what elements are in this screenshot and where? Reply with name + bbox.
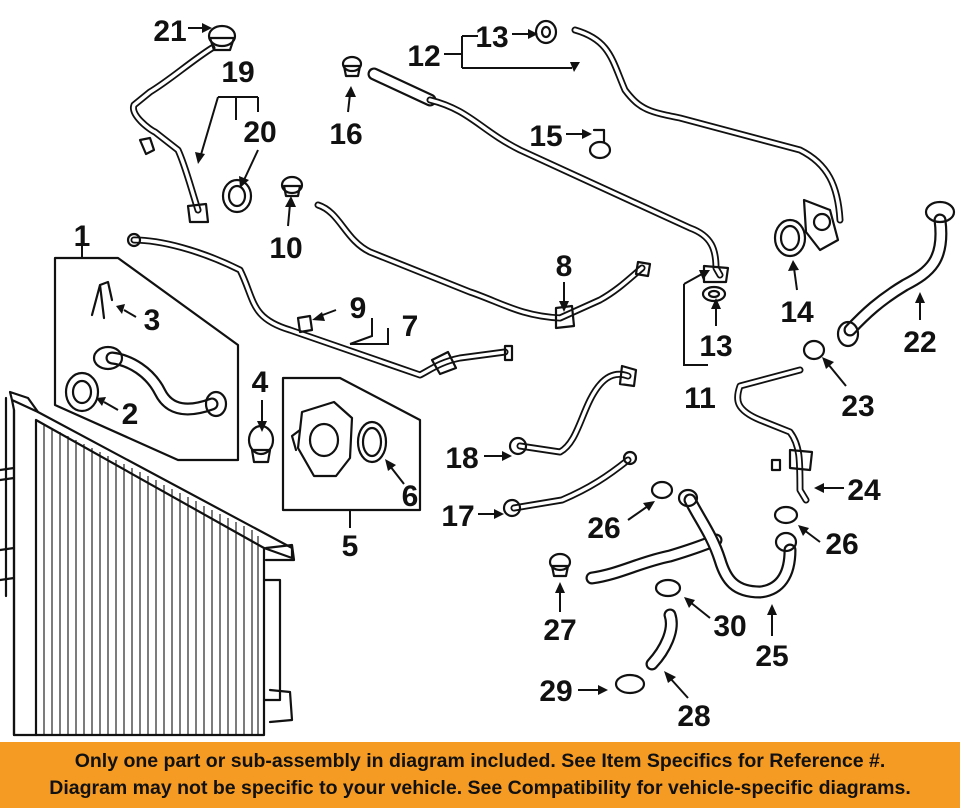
- callout-10: 10: [269, 232, 302, 265]
- callout-8: 8: [556, 250, 573, 283]
- hose-assembly-25: [548, 480, 799, 599]
- thermostat-housing-group-5: [281, 376, 422, 528]
- coolant-pipe-7: [126, 232, 514, 379]
- leader-lines: [81, 23, 925, 699]
- coolant-pipe-24: [734, 366, 814, 504]
- hose-17: [502, 450, 638, 518]
- hose-10: [280, 175, 652, 330]
- callout-30: 30: [713, 610, 746, 643]
- callout-17: 17: [441, 500, 474, 533]
- callout-27: 27: [543, 614, 576, 647]
- callout-16: 16: [329, 118, 362, 151]
- callout-20: 20: [243, 116, 276, 149]
- callout-23: 23: [841, 390, 874, 423]
- radiator: [0, 390, 296, 737]
- callout-9: 9: [350, 292, 367, 325]
- callout-6: 6: [402, 480, 419, 513]
- callout-12: 12: [407, 40, 440, 73]
- callout-2: 2: [122, 398, 139, 431]
- callout-22: 22: [903, 326, 936, 359]
- callout-15: 15: [529, 120, 562, 153]
- callout-7: 7: [402, 310, 419, 343]
- callout-19: 19: [221, 56, 254, 89]
- callout-1: 1: [74, 220, 91, 253]
- callout-14: 14: [780, 296, 814, 329]
- callout-5: 5: [342, 530, 359, 563]
- callout-13-top: 13: [475, 21, 508, 54]
- hose-clamp-4: [247, 424, 275, 464]
- disclaimer-line-1: Only one part or sub-assembly in diagram…: [74, 750, 886, 772]
- callout-26-right: 26: [825, 528, 858, 561]
- callout-11: 11: [684, 382, 716, 415]
- hose-assembly-group-1: [53, 230, 240, 462]
- disclaimer-banner: Only one part or sub-assembly in diagram…: [0, 742, 960, 808]
- hose-28: [614, 578, 682, 695]
- hose-22: [802, 200, 956, 361]
- callout-28: 28: [677, 700, 710, 733]
- callout-18: 18: [445, 442, 478, 475]
- callout-13-lower: 13: [699, 330, 732, 363]
- hose-19: [130, 24, 253, 224]
- callout-4: 4: [252, 366, 269, 399]
- callout-3: 3: [144, 304, 161, 337]
- clip-9: [296, 314, 314, 334]
- coolant-pipe-12: [534, 19, 844, 258]
- callout-26-left: 26: [587, 512, 620, 545]
- callout-labels: 21 19 20 10 16 12 13 15 14 13 11 8 9 7 2…: [74, 15, 937, 733]
- cooling-system-diagram: 21 19 20 10 16 12 13 15 14 13 11 8 9 7 2…: [0, 15, 956, 737]
- callout-21: 21: [153, 15, 186, 48]
- callout-29: 29: [539, 675, 572, 708]
- disclaimer-line-2: Diagram may not be specific to your vehi…: [49, 777, 911, 799]
- callout-25: 25: [755, 640, 788, 673]
- coolant-pipe-11: [341, 55, 730, 303]
- hose-18: [508, 364, 638, 456]
- clip-15: [588, 128, 612, 160]
- callout-24: 24: [847, 474, 881, 507]
